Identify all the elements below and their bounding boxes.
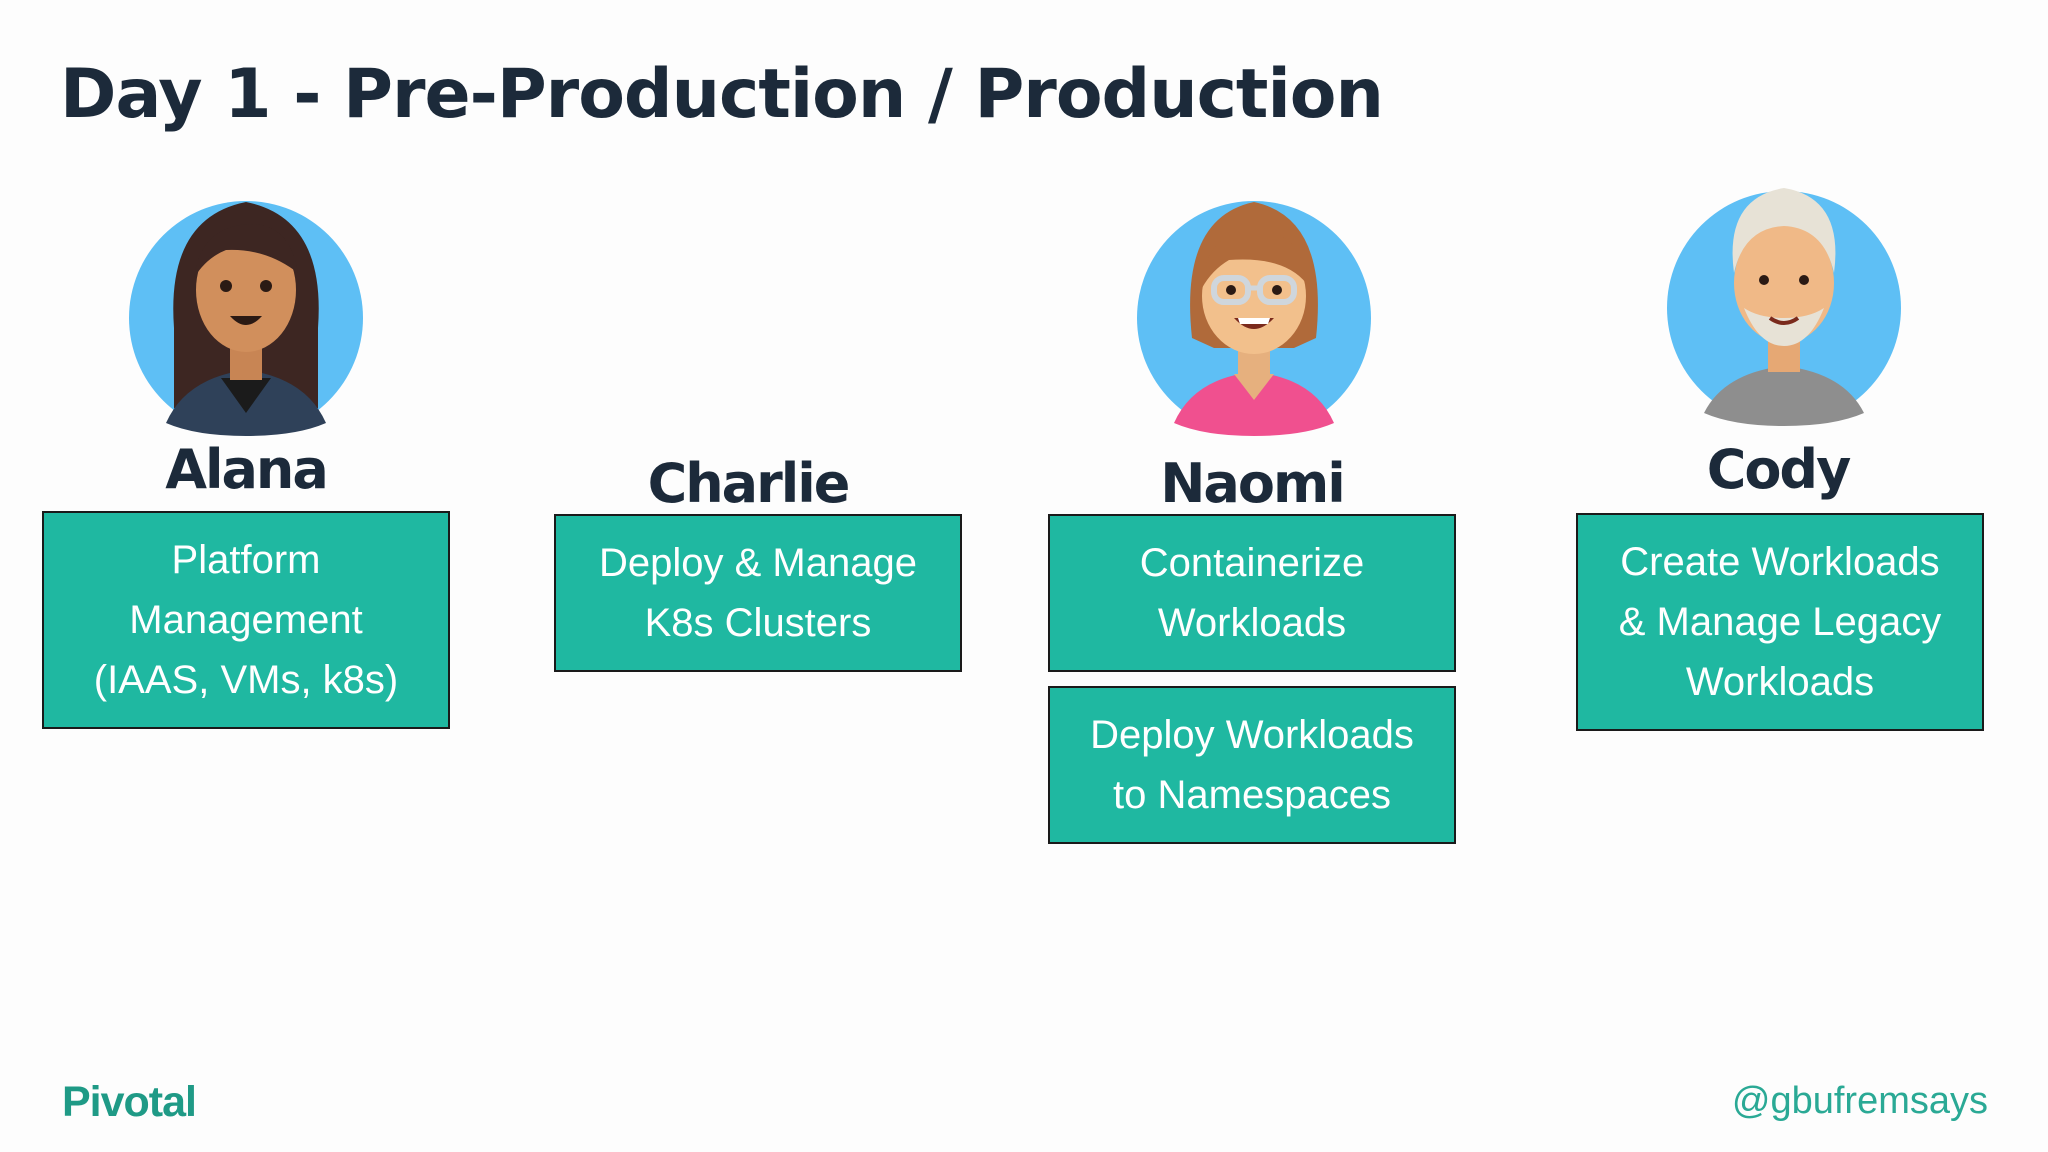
- naomi-avatar-icon: [1137, 201, 1371, 436]
- alana-avatar-icon: [129, 201, 363, 436]
- task-box-containerize-workloads: Containerize Workloads: [1048, 514, 1456, 672]
- slide-title: Day 1 - Pre-Production / Production: [60, 55, 1384, 134]
- persona-name-naomi: Naomi: [1160, 452, 1346, 515]
- task-box-platform-management: Platform Management (IAAS, VMs, k8s): [42, 511, 450, 729]
- task-box-create-manage-workloads: Create Workloads & Manage Legacy Workloa…: [1576, 513, 1984, 731]
- task-text: Deploy Workloads to Namespaces: [1090, 713, 1414, 817]
- cody-avatar-icon: [1667, 188, 1901, 426]
- task-text: Containerize Workloads: [1139, 541, 1365, 645]
- twitter-handle: @gbufremsays: [1731, 1080, 1988, 1122]
- pivotal-logo: Pivotal: [62, 1078, 197, 1126]
- task-text: Deploy & Manage K8s Clusters: [599, 541, 917, 645]
- persona-name-alana: Alana: [165, 438, 329, 501]
- task-box-deploy-workloads-namespaces: Deploy Workloads to Namespaces: [1048, 686, 1456, 844]
- task-box-deploy-manage-clusters: Deploy & Manage K8s Clusters: [554, 514, 962, 672]
- persona-name-charlie: Charlie: [647, 452, 851, 515]
- task-text: Platform Management (IAAS, VMs, k8s): [93, 538, 399, 702]
- task-text: Create Workloads & Manage Legacy Workloa…: [1618, 540, 1942, 704]
- persona-name-cody: Cody: [1706, 438, 1852, 501]
